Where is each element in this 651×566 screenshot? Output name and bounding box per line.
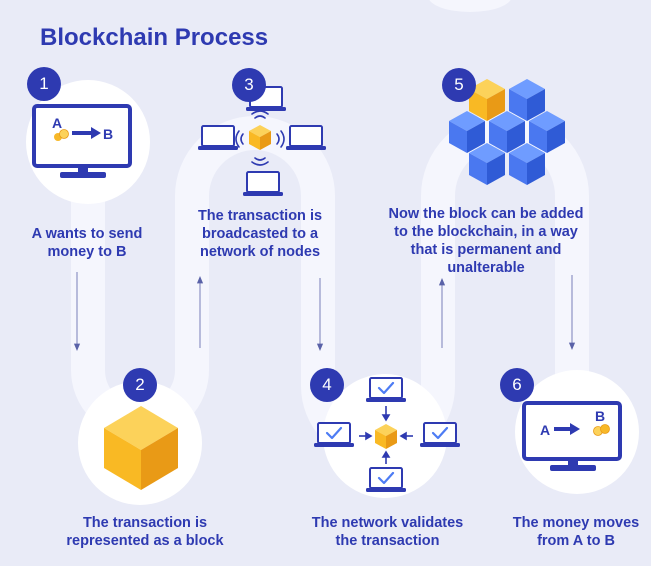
sender-label: A <box>52 115 62 131</box>
step-1-caption: A wants to send money to B <box>31 226 143 260</box>
step-number-2: 2 <box>123 368 157 402</box>
step-2-caption: The transaction is represented as a bloc… <box>66 515 224 549</box>
step-number-4: 4 <box>310 368 344 402</box>
network-broadcast-icon <box>197 86 327 197</box>
step-number-5: 5 <box>442 68 476 102</box>
monitor-icon: A B <box>32 104 132 178</box>
sender-label: A <box>540 422 550 438</box>
step-number-3: 3 <box>232 68 266 102</box>
step-5-caption: Now the block can be added to the blockc… <box>388 206 584 276</box>
step-6-caption: The money moves from A to B <box>512 515 640 549</box>
page-title: Blockchain Process <box>40 24 269 51</box>
network-validation-icon <box>312 376 462 494</box>
decorative-blob <box>429 0 511 12</box>
receiver-label: B <box>103 126 113 142</box>
receiver-label: B <box>595 408 605 424</box>
step-number-1: 1 <box>27 67 61 101</box>
flow-arrows <box>73 272 576 352</box>
monitor-icon: A B <box>522 401 622 471</box>
step-number-6: 6 <box>500 368 534 402</box>
block-cube-icon <box>104 406 178 490</box>
step-3-caption: The transaction is broadcasted to a netw… <box>197 208 323 260</box>
step-4-caption: The network validates the transaction <box>311 515 464 549</box>
